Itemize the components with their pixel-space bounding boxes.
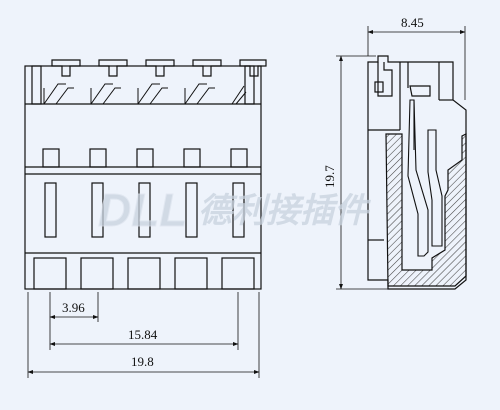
bottom-opening-1 xyxy=(33,257,67,290)
height-dim-label: 19.7 xyxy=(322,165,337,188)
contact-slot-5 xyxy=(232,182,245,238)
bottom-opening-2 xyxy=(80,257,114,290)
latch-top-4 xyxy=(192,59,222,77)
pitch-dim-label: 3.96 xyxy=(62,300,85,315)
latch-ramp-2 xyxy=(90,83,121,105)
upper-window-5 xyxy=(230,148,248,168)
latch-top-2 xyxy=(98,59,128,77)
latch-top-5 xyxy=(239,59,267,77)
side-view xyxy=(367,55,467,290)
watermark-tagline: 德利接插件 xyxy=(198,192,372,230)
side-latch-detail xyxy=(377,62,393,97)
width-dim-label: 19.8 xyxy=(131,354,154,369)
bottom-opening-5 xyxy=(221,257,255,290)
latch-ramp-5 xyxy=(231,85,247,105)
side-dimensions xyxy=(336,26,466,290)
latch-top-3 xyxy=(145,59,175,77)
depth-dim-label: 8.45 xyxy=(401,15,424,30)
front-view xyxy=(24,59,267,290)
contact-slots xyxy=(44,182,245,238)
span-dim-label: 15.84 xyxy=(128,327,158,342)
upper-window-2 xyxy=(89,148,107,168)
front-body-outline xyxy=(24,65,262,290)
upper-window-4 xyxy=(183,148,201,168)
terminal-spring xyxy=(407,99,429,257)
bottom-openings xyxy=(33,257,255,290)
contact-slot-2 xyxy=(91,182,104,238)
side-hatched-section xyxy=(385,133,467,287)
latch-top-1 xyxy=(51,59,81,77)
latch-ramps xyxy=(43,83,247,105)
upper-window-1 xyxy=(42,148,60,168)
watermark-brand: DLL xyxy=(98,184,187,236)
upper-window-3 xyxy=(136,148,154,168)
latch-ramp-1 xyxy=(43,83,74,105)
latch-tops xyxy=(51,59,267,77)
latch-ramp-4 xyxy=(184,83,215,105)
side-terminal xyxy=(407,99,443,257)
bottom-opening-3 xyxy=(127,257,161,290)
upper-windows xyxy=(42,148,248,168)
brand-watermark: DLL 德利接插件 xyxy=(98,184,372,237)
contact-slot-1 xyxy=(44,182,57,238)
contact-slot-3 xyxy=(138,182,151,238)
terminal-body xyxy=(427,129,443,247)
contact-slot-4 xyxy=(185,182,198,238)
side-latch-window xyxy=(374,81,384,93)
left-end-latch xyxy=(31,65,42,105)
front-dimensions xyxy=(27,292,260,378)
latch-ramp-3 xyxy=(137,83,168,105)
bottom-opening-4 xyxy=(174,257,208,290)
side-terminal-slot xyxy=(409,85,431,97)
